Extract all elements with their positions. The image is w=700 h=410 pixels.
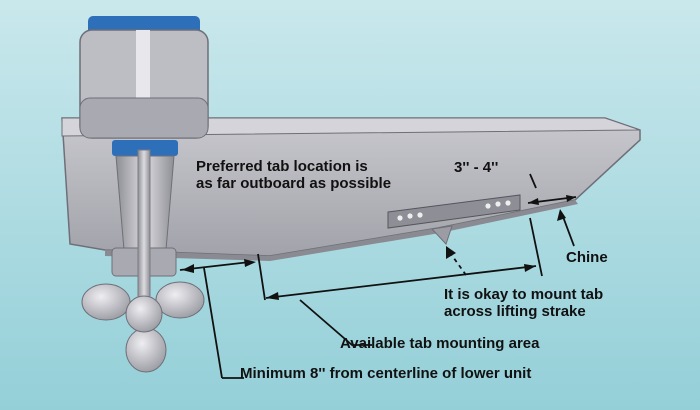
- available-area-tick-right: [529, 217, 543, 277]
- minimum-arrow-left: [182, 264, 194, 273]
- trim-tab-hole: [407, 213, 413, 219]
- trim-tab-hole: [397, 215, 403, 221]
- propeller-blade-bottom: [125, 327, 167, 373]
- lifting-strake: [430, 225, 453, 245]
- cowling-lower-band: [79, 97, 209, 139]
- chine-arrow: [557, 209, 566, 221]
- lifting-strake-line-1: It is okay to mount tab: [444, 286, 604, 303]
- trim-tab-hole: [505, 200, 511, 206]
- available-area-arrow-right: [524, 264, 536, 272]
- propeller-blade-right: [155, 281, 205, 319]
- outboard-motor: [79, 16, 209, 301]
- distance-label: 3'' - 4'': [454, 159, 499, 176]
- preferred-location-line-1: Preferred tab location is: [196, 158, 368, 175]
- available-area-dimension: [265, 265, 537, 299]
- trim-tab-hole: [495, 201, 501, 207]
- trim-tab-plate: [387, 194, 521, 229]
- minimum-distance-label: Minimum 8'' from centerline of lower uni…: [240, 365, 532, 382]
- distance-arrow-left: [528, 198, 539, 205]
- lifting-strake-label: It is okay to mount tab across lifting s…: [444, 286, 604, 321]
- minimum-arrow-right: [244, 259, 256, 267]
- trim-tab: [387, 194, 521, 229]
- distance-arrow-right: [566, 195, 576, 202]
- preferred-location-label: Preferred tab location is as far outboar…: [196, 158, 392, 193]
- propeller-hub: [125, 295, 163, 333]
- available-area-tick-left: [257, 253, 266, 301]
- annotations: [179, 173, 577, 379]
- chine-leader: [561, 213, 575, 247]
- drive-shaft: [137, 149, 151, 301]
- preferred-location-line-2: as far outboard as possible: [196, 174, 392, 192]
- trim-tab-hole: [417, 212, 423, 218]
- distance-tick-left: [529, 173, 537, 189]
- propeller-blade-left: [81, 283, 131, 321]
- available-area-label: Available tab mounting area: [340, 335, 540, 352]
- chine-label: Chine: [566, 249, 608, 266]
- minimum-tick-vertical: [203, 267, 223, 379]
- propeller: [81, 281, 205, 373]
- blue-collar: [112, 140, 178, 156]
- available-area-leader: [299, 299, 372, 346]
- trim-tab-hole: [485, 203, 491, 209]
- available-area-arrow-left: [266, 292, 279, 300]
- lifting-strake-arrow: [446, 246, 456, 259]
- lifting-strake-line-2: across lifting strake: [444, 302, 586, 320]
